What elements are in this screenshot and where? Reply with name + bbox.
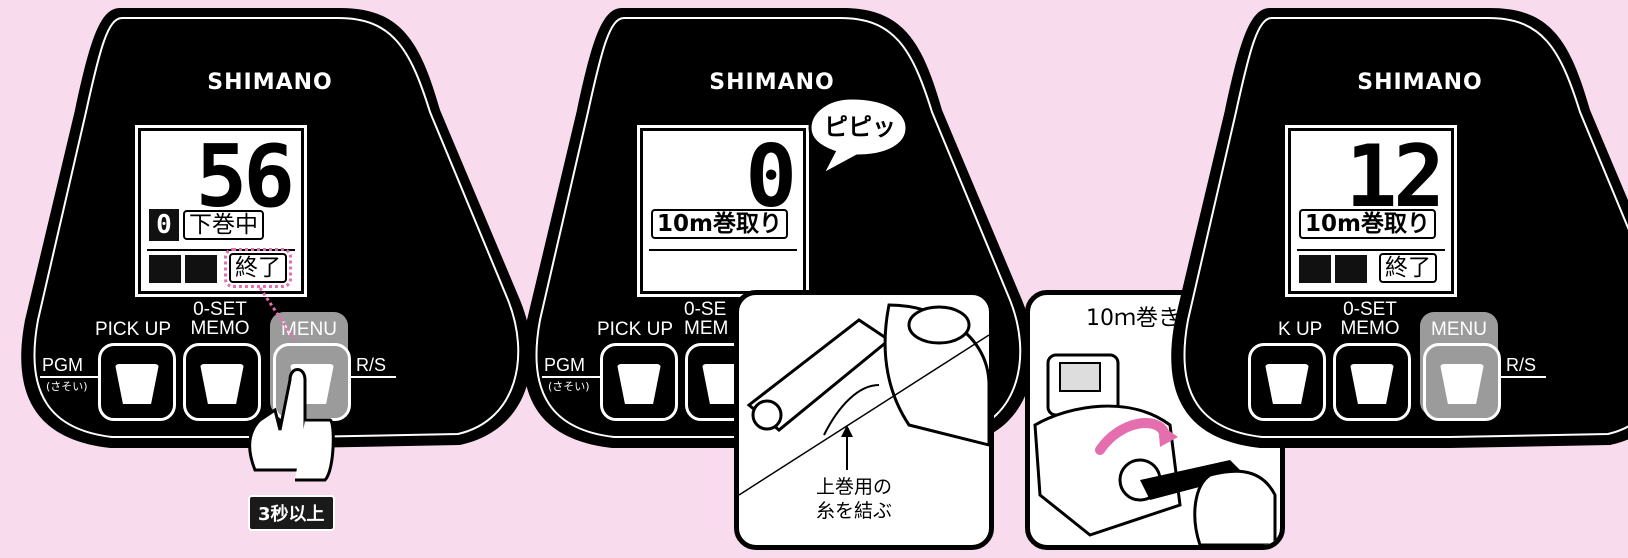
0set-button[interactable]: [1333, 343, 1411, 421]
reel-winding-illustration: [1033, 353, 1277, 545]
0set-label-line1: 0-SET: [193, 299, 247, 320]
pickup-button[interactable]: [600, 343, 678, 421]
triangle-icon: [115, 364, 159, 404]
rs-line: [1496, 376, 1546, 378]
inset-tie-line: 上巻用の 糸を結ぶ: [734, 290, 994, 550]
lcd-divider: [1297, 249, 1445, 251]
pgm-sub-label: (さそい): [46, 380, 88, 393]
rs-label: R/S: [1506, 355, 1537, 375]
pgm-label: PGM: [42, 355, 84, 375]
triangle-icon: [1265, 364, 1309, 404]
0set-label: 0-SET MEMO: [1330, 300, 1410, 338]
triangle-icon: [200, 364, 244, 404]
lcd-status-row: 10m巻取り: [1299, 209, 1443, 243]
tie-line-caption-2: 糸を結ぶ: [815, 500, 892, 522]
lcd-divider: [649, 249, 797, 251]
pickup-label: PICK UP: [596, 319, 674, 340]
lcd-status-label: 10m巻取り: [1299, 209, 1436, 239]
pickup-label: K UP: [1278, 319, 1323, 340]
lcd-screen: 12 10m巻取り 終了: [1288, 128, 1454, 294]
menu-label: MENU: [281, 319, 337, 340]
lcd-end-label: 終了: [1379, 253, 1437, 283]
lcd-block-2: [1335, 255, 1367, 283]
tie-line-caption-1: 上巻用の: [815, 476, 892, 498]
hold-duration-badge: 3秒以上: [248, 495, 335, 531]
triangle-icon: [1440, 364, 1484, 404]
reel-handle-illustration: [739, 303, 989, 496]
pgm-line: [542, 376, 608, 378]
pickup-button[interactable]: [1248, 343, 1326, 421]
lcd-divider: [147, 249, 295, 251]
lcd-end-label: 終了: [224, 248, 292, 288]
triangle-icon: [1350, 364, 1394, 404]
pickup-label: PICK UP: [94, 319, 172, 340]
lcd-status-label: 10m巻取り: [651, 209, 788, 239]
0set-label-line1: 0-SET: [1343, 299, 1397, 320]
pickup-button[interactable]: [98, 343, 176, 421]
menu-button[interactable]: [1423, 343, 1501, 421]
speech-bubble: [808, 96, 909, 179]
brand-logo: SHIMANO: [709, 70, 835, 95]
pgm-sub-label: (さそい): [548, 380, 590, 393]
pgm-line: [40, 376, 106, 378]
0set-label-line2: MEMO: [190, 318, 250, 339]
menu-label: MENU: [1431, 319, 1487, 340]
lcd-counter: 0: [149, 209, 179, 241]
0set-label-line2: MEM: [684, 318, 729, 339]
lcd-status-label: 下巻中: [183, 210, 264, 240]
0set-label-line1: 0-SE: [684, 299, 727, 320]
device-panel-3: SHIMANO 12 10m巻取り 終了 K UP 0-SET MEMO MEN…: [1150, 0, 1628, 558]
tie-line-caption: 上巻用の 糸を結ぶ: [799, 475, 909, 523]
0set-label: 0-SE MEM: [684, 300, 744, 338]
lcd-depth-value: 56: [195, 127, 295, 227]
lcd-block-1: [1299, 255, 1331, 283]
rs-line: [346, 376, 396, 378]
hand-pointer-icon: [248, 287, 335, 482]
rs-label: R/S: [356, 355, 387, 375]
beep-text: ピピッ: [824, 113, 896, 141]
pgm-label: PGM: [544, 355, 586, 375]
lcd-status-row: 10m巻取り: [651, 209, 795, 243]
0set-button[interactable]: [183, 343, 261, 421]
triangle-icon: [617, 364, 661, 404]
lcd-screen: 0 10m巻取り: [640, 128, 806, 294]
0set-label-line2: MEMO: [1340, 318, 1400, 339]
lcd-block-1: [149, 255, 181, 283]
lcd-block-2: [185, 255, 217, 283]
brand-logo: SHIMANO: [1357, 70, 1483, 95]
0set-label: 0-SET MEMO: [180, 300, 260, 338]
device-panel-2: SHIMANO 0 10m巻取り ピピッ PICK UP 0-SE MEM PG…: [502, 0, 1042, 558]
brand-logo: SHIMANO: [207, 70, 333, 95]
